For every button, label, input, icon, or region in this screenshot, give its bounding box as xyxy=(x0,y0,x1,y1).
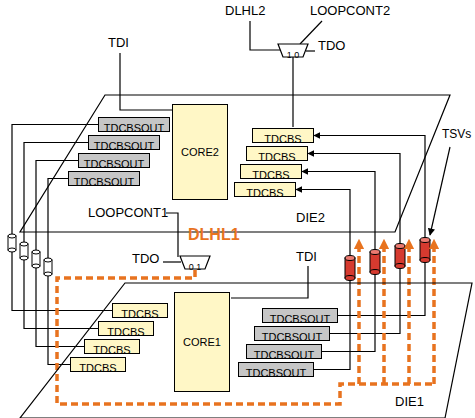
tsv-top xyxy=(44,258,52,262)
output-cell: TDCBSOUT xyxy=(262,308,338,323)
signal-label: TDO xyxy=(132,252,159,267)
cell-label: CORE1 xyxy=(183,293,221,391)
tdo-wire xyxy=(306,50,315,51)
tsv-bottom xyxy=(395,264,405,269)
output-cell: TDCBSOUT xyxy=(254,326,330,341)
tdi-wire xyxy=(120,53,172,110)
tsv-cylinder xyxy=(370,250,380,275)
cell-label: TDCBS xyxy=(252,169,289,182)
signal-label: TDI xyxy=(296,250,317,265)
cell-label: TDCBSOUT xyxy=(262,331,323,344)
tsv-top xyxy=(345,256,355,261)
mux-input-label: 1 0 xyxy=(287,49,300,62)
multiplexer: 1 0 xyxy=(278,44,308,57)
loop-path-arrow xyxy=(382,244,386,384)
cell-label: CORE2 xyxy=(181,105,219,199)
boundary-cell: TDCBS xyxy=(246,146,308,161)
tsv-cylinder xyxy=(8,234,16,252)
inter-die-wire xyxy=(314,136,425,316)
tsv-cylinder xyxy=(420,238,430,263)
output-cell: TDCBSOUT xyxy=(68,171,140,186)
tsv-top xyxy=(420,238,430,243)
die-outline xyxy=(20,283,472,418)
cell-label: TDCBS xyxy=(107,326,144,339)
cell-label: TDCBSOUT xyxy=(270,313,331,326)
tsv-cylinder xyxy=(395,244,405,269)
loop-path-arrow xyxy=(357,244,361,384)
tsv-cylinder xyxy=(44,258,52,276)
tsv-bottom xyxy=(32,264,40,268)
multiplexer: 0 1 xyxy=(180,256,210,269)
tsv-cylinder xyxy=(345,256,355,281)
signal-label: TSVs xyxy=(442,128,471,142)
boundary-cell: TDCBS xyxy=(252,128,314,143)
loop-path xyxy=(57,270,434,404)
cell-label: TDCBS xyxy=(93,344,130,357)
cell-label: TDCBS xyxy=(79,362,116,375)
boundary-cell: TDCBS xyxy=(112,303,168,318)
signal-label: DLHL1 xyxy=(188,226,240,244)
tsv-top xyxy=(395,244,405,249)
boundary-cell: TDCBS xyxy=(98,321,154,336)
signal-label: LOOPCONT1 xyxy=(88,206,168,221)
signal-label: DLHL2 xyxy=(225,4,265,19)
tsv-bottom xyxy=(20,256,28,260)
output-cell: TDCBSOUT xyxy=(246,344,322,359)
tsv-bottom xyxy=(370,270,380,275)
die-outline xyxy=(20,95,450,232)
loop-path-arrow xyxy=(432,244,436,384)
boundary-cell: TDCBS xyxy=(234,182,296,197)
loop-path-arrow xyxy=(407,244,411,384)
output-cell: TDCBSOUT xyxy=(78,153,150,168)
leader-line xyxy=(430,147,450,235)
mux-input-wire xyxy=(292,57,293,127)
cell-label: TDCBSOUT xyxy=(84,158,145,171)
cell-label: TDCBS xyxy=(246,187,283,200)
tsv-bottom xyxy=(44,272,52,276)
cell-label: TDCBS xyxy=(264,133,301,146)
tdi-wire xyxy=(231,266,308,298)
die-plane: DIE1TDCBSTDCBSTDCBSTDCBSCORE1TDCBSOUTTDC… xyxy=(20,283,472,418)
tsv-cylinder xyxy=(20,242,28,260)
output-cell: TDCBSOUT xyxy=(98,117,170,132)
tsv-bottom xyxy=(345,276,355,281)
cell-label: TDCBSOUT xyxy=(74,176,135,189)
die-label: DIE1 xyxy=(395,394,424,409)
cell-label: TDCBSOUT xyxy=(246,367,307,380)
cell-label: TDCBS xyxy=(258,151,295,164)
die-label: DIE2 xyxy=(296,210,325,225)
boundary-cell: TDCBS xyxy=(84,339,140,354)
tsv-cylinder xyxy=(32,250,40,268)
output-cell: TDCBSOUT xyxy=(238,362,314,377)
signal-label: LOOPCONT2 xyxy=(310,4,390,19)
cell-label: TDCBSOUT xyxy=(104,122,165,135)
inter-die-wire xyxy=(36,161,84,347)
signal-label: TDO xyxy=(318,39,345,54)
tsv-bottom xyxy=(8,248,16,252)
boundary-cell: TDCBS xyxy=(240,164,302,179)
output-cell: TDCBSOUT xyxy=(88,135,160,150)
cell-label: TDCBS xyxy=(121,308,158,321)
cell-label: TDCBSOUT xyxy=(94,140,155,153)
tdo-wire xyxy=(163,261,181,262)
tsv-bottom xyxy=(420,258,430,263)
tsv-top xyxy=(370,250,380,255)
inter-die-wire xyxy=(308,154,400,334)
core-block: CORE2 xyxy=(172,104,228,200)
cell-label: TDCBSOUT xyxy=(254,349,315,362)
tsv-top xyxy=(8,234,16,238)
dlhl-wire xyxy=(250,21,280,50)
tsv-top xyxy=(20,242,28,246)
boundary-cell: TDCBS xyxy=(70,357,126,372)
signal-label: TDI xyxy=(108,36,129,51)
mux-input-label: 0 1 xyxy=(189,261,202,274)
core-block: CORE1 xyxy=(174,292,230,392)
die-plane: DIE2 TDCBSOUT TDCBSOUT TDCBSOUT TDCBSOUT CORE… xyxy=(20,95,450,232)
tsv-top xyxy=(32,250,40,254)
